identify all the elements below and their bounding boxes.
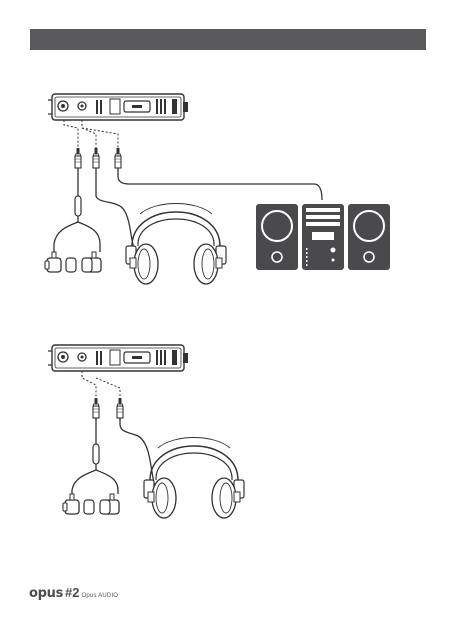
model-number: #2 bbox=[65, 585, 79, 600]
dap-player-icon bbox=[48, 94, 188, 120]
iem-earphones-icon-2 bbox=[63, 418, 119, 514]
dap-player-icon-2 bbox=[48, 345, 188, 371]
footer-brand: opus #2 Opus AUDIO bbox=[29, 585, 118, 601]
brand-logo: opus bbox=[29, 586, 63, 601]
stereo-speakers-icon bbox=[256, 204, 390, 270]
maker-name: Opus AUDIO bbox=[82, 593, 119, 599]
headphones-icon bbox=[126, 204, 226, 285]
iem-earphones-icon bbox=[45, 168, 101, 272]
headphones-icon-2 bbox=[144, 438, 244, 519]
